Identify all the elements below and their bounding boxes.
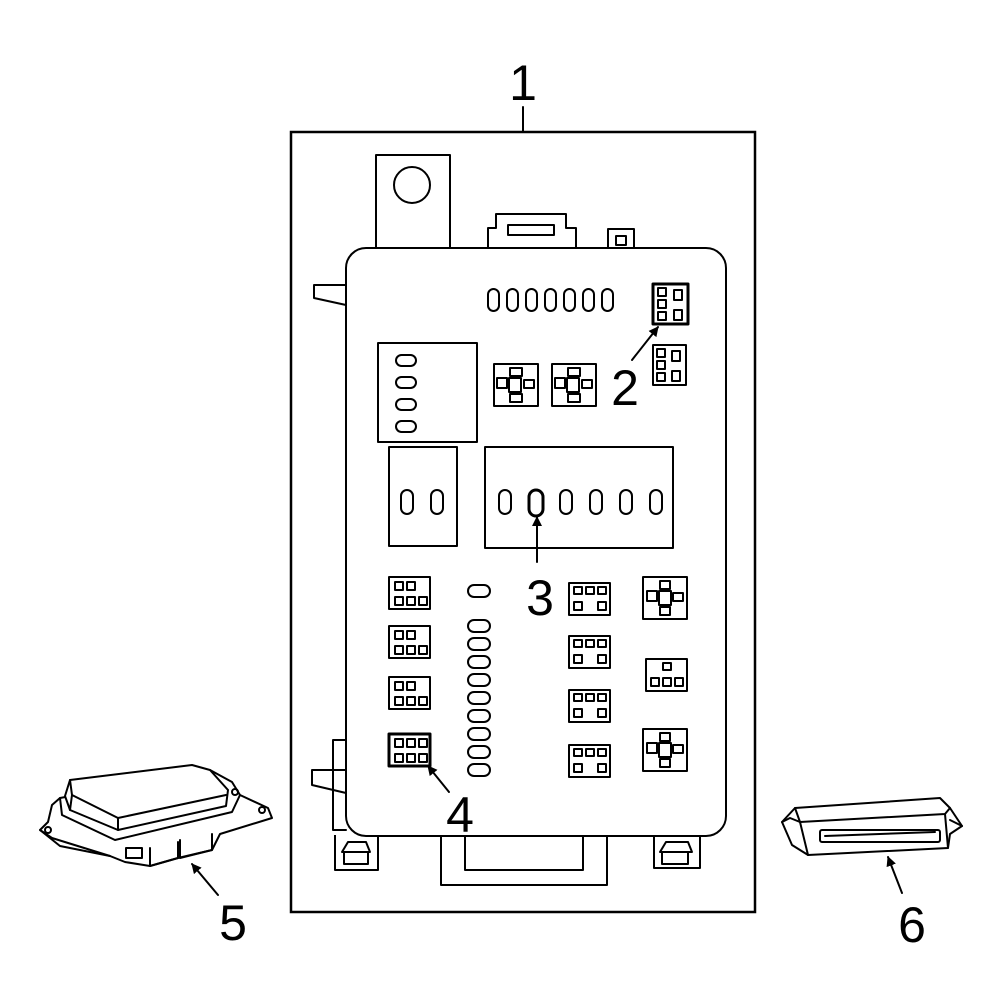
relay-cross-1 — [493, 363, 539, 407]
mini-fuse-row-top — [487, 288, 614, 312]
mounting-hole — [393, 166, 431, 204]
callout-4: 4 — [446, 787, 474, 843]
micro-relay-2 — [651, 282, 690, 326]
part-5-control-module — [39, 764, 273, 867]
leader-line-5 — [191, 863, 219, 896]
leader-line-6 — [886, 856, 903, 894]
relay-cross-2 — [551, 363, 597, 407]
mini-fuse-column — [467, 584, 491, 777]
part-6-connector — [781, 797, 963, 856]
callout-5: 5 — [219, 895, 247, 951]
relay-right-column — [642, 576, 688, 772]
leader-line-4 — [427, 765, 450, 793]
micro-relay-side — [652, 344, 687, 386]
leader-line-2 — [631, 326, 659, 361]
fuse-box-housing — [311, 154, 727, 886]
relay-left-column — [387, 576, 432, 768]
callout-3: 3 — [526, 570, 554, 626]
callout-6: 6 — [898, 897, 926, 953]
part-1-frame — [289, 130, 757, 914]
callout-2: 2 — [611, 360, 639, 416]
relay-center-right-column — [568, 582, 611, 778]
callout-1: 1 — [509, 55, 537, 111]
